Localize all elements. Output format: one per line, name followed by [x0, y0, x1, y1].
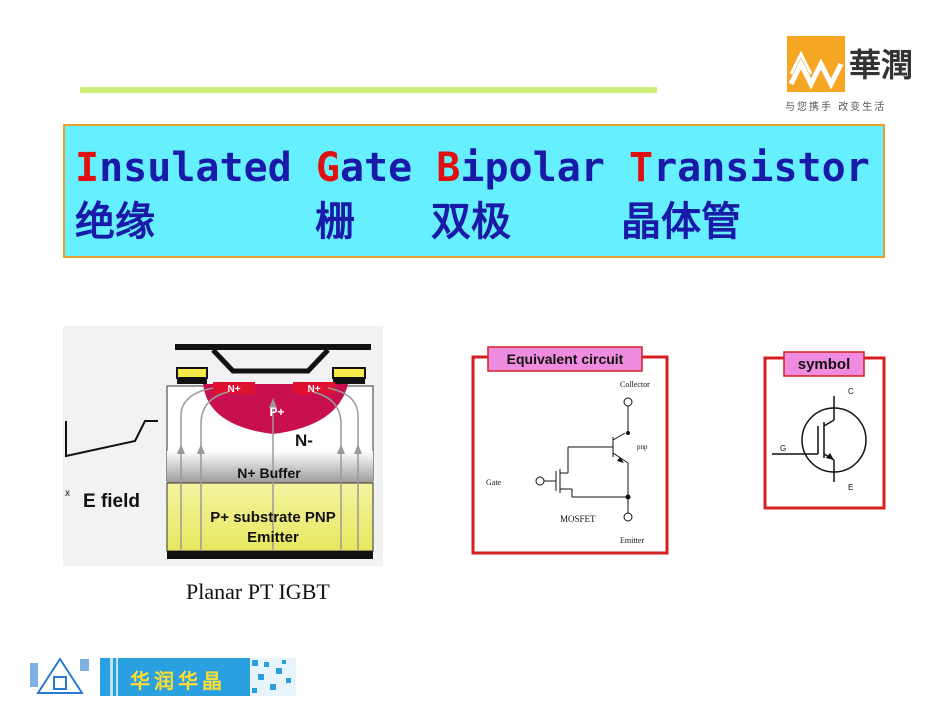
title-chinese-word: 双极	[431, 199, 511, 245]
title-initial: T	[628, 145, 654, 191]
mosfet-label: MOSFET	[560, 514, 596, 524]
emitter-label: Emitter	[620, 536, 644, 545]
collector-label: Collector	[620, 380, 650, 389]
n-minus-label: N-	[295, 431, 313, 450]
substrate-label: P+ substrate PNP	[210, 509, 335, 526]
title-box: Insulated Gate Bipolar Transistor 绝缘 栅 双…	[63, 124, 885, 258]
title-initial: B	[436, 145, 461, 191]
title-initial: G	[315, 145, 340, 191]
n-plus-left-label: N+	[227, 384, 240, 395]
symbol-c-label: C	[848, 387, 854, 396]
title-word: ipolar	[460, 145, 605, 191]
logo-tagline: 与您携手 改变生活	[785, 102, 887, 113]
title-chinese-word: 晶体管	[621, 199, 741, 245]
title-word: ate	[339, 145, 413, 191]
equivalent-circuit: Equivalent circuit Collector pnp Gate MO…	[471, 346, 669, 555]
accent-line	[80, 87, 657, 93]
n-plus-right-label: N+	[307, 384, 320, 395]
footer-company-name: 华润华晶	[130, 669, 226, 693]
footer-logo-icon	[30, 657, 89, 694]
pnp-label: pnp	[637, 443, 648, 451]
footer-banner	[100, 658, 296, 696]
p-plus-label: P+	[269, 405, 284, 419]
title-word: ransistor	[653, 145, 870, 191]
x-axis-label: x	[65, 488, 70, 499]
e-field-label: E field	[83, 491, 140, 512]
symbol-e-label: E	[848, 483, 853, 492]
equiv-title: Equivalent circuit	[507, 351, 624, 367]
cross-section-caption: Planar PT IGBT	[186, 579, 330, 604]
title-word: nsulated	[99, 145, 292, 191]
title-chinese-word: 栅	[315, 199, 355, 245]
igbt-symbol: symbol C G E	[763, 351, 886, 510]
igbt-cross-section: N+ N+ P+ N- N+ Buffer P+ substrate PNP E…	[63, 326, 383, 566]
title-initial: I	[75, 145, 100, 191]
gate-label: Gate	[486, 478, 502, 487]
emitter-label: Emitter	[247, 529, 299, 546]
company-logo: 華潤	[787, 36, 913, 92]
symbol-g-label: G	[780, 444, 786, 453]
n-buffer-label: N+ Buffer	[237, 465, 301, 481]
title-chinese-word: 绝缘	[75, 199, 155, 245]
title-english: Insulated Gate Bipolar Transistor	[75, 146, 870, 190]
symbol-title: symbol	[798, 356, 851, 373]
logo-brand: 華潤	[849, 46, 913, 84]
